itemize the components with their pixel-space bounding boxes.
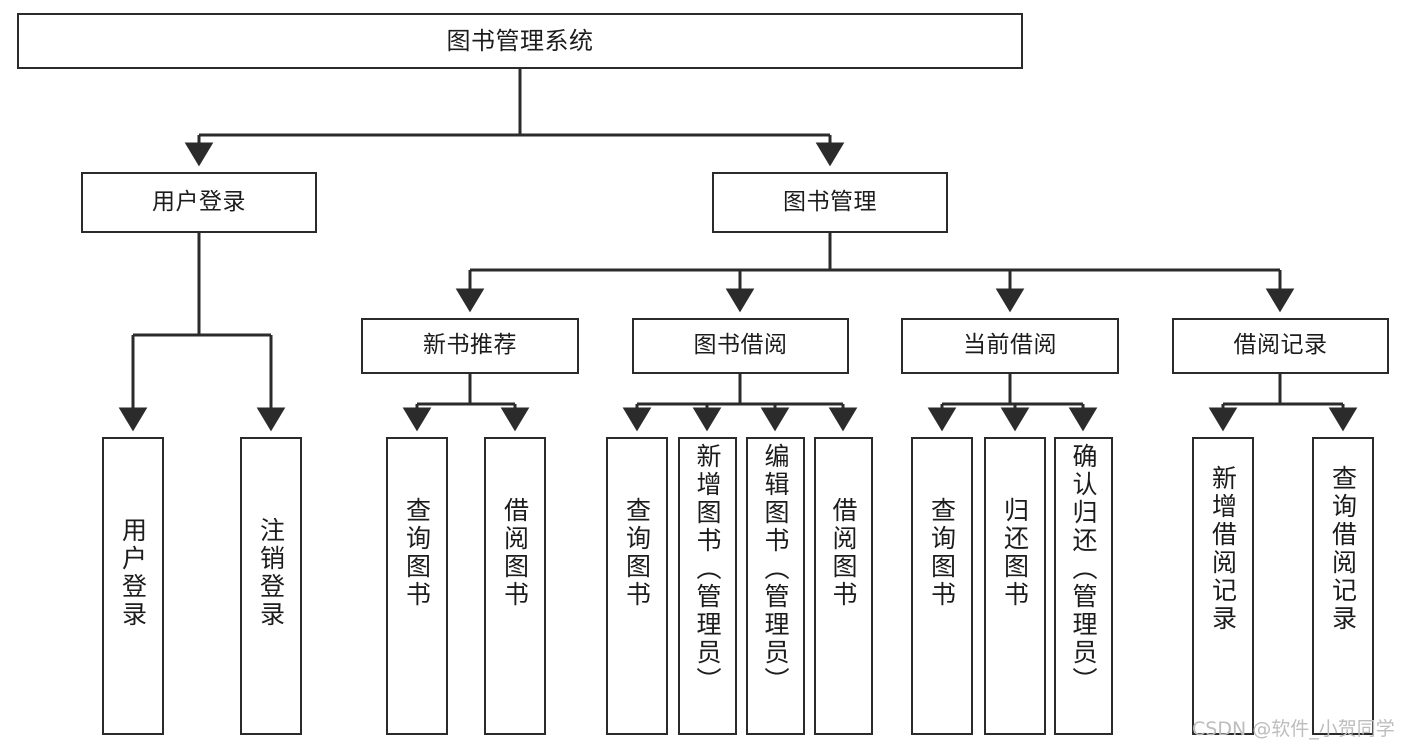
node-book-manage[interactable]: 图书管理 — [712, 172, 948, 233]
node-book-borrow-label: 图书借阅 — [693, 332, 788, 359]
node-leaf-logout-login-label: 注销登录 — [256, 517, 286, 629]
node-root[interactable]: 图书管理系统 — [17, 13, 1023, 69]
node-leaf-query-borrow-record-label: 查询借阅记录 — [1328, 465, 1358, 633]
node-leaf-add-book-admin[interactable]: 新增图书（管理员） — [678, 437, 737, 735]
node-leaf-borrow-book-1[interactable]: 借阅图书 — [484, 437, 546, 735]
node-leaf-borrow-book-2[interactable]: 借阅图书 — [814, 437, 873, 735]
node-leaf-confirm-return-admin-label: 确认归还（管理员） — [1069, 443, 1098, 695]
node-book-borrow[interactable]: 图书借阅 — [632, 318, 849, 374]
node-leaf-add-borrow-record-label: 新增借阅记录 — [1208, 465, 1238, 633]
node-leaf-confirm-return-admin[interactable]: 确认归还（管理员） — [1054, 437, 1113, 735]
node-leaf-user-login-label: 用户登录 — [118, 517, 148, 629]
node-leaf-query-book-3-label: 查询图书 — [927, 497, 957, 609]
node-leaf-query-book-2-label: 查询图书 — [622, 497, 652, 609]
node-leaf-add-borrow-record[interactable]: 新增借阅记录 — [1192, 437, 1254, 735]
node-new-book-recommend[interactable]: 新书推荐 — [361, 318, 579, 374]
node-new-book-recommend-label: 新书推荐 — [423, 332, 517, 359]
node-borrow-record[interactable]: 借阅记录 — [1172, 318, 1389, 374]
node-root-label: 图书管理系统 — [446, 26, 594, 55]
node-user-login[interactable]: 用户登录 — [81, 172, 317, 233]
node-leaf-logout-login[interactable]: 注销登录 — [240, 437, 302, 735]
node-leaf-user-login[interactable]: 用户登录 — [102, 437, 164, 735]
node-leaf-borrow-book-1-label: 借阅图书 — [500, 497, 530, 609]
node-leaf-query-book-3[interactable]: 查询图书 — [911, 437, 973, 735]
node-leaf-borrow-book-2-label: 借阅图书 — [829, 497, 858, 609]
node-leaf-add-book-admin-label: 新增图书（管理员） — [693, 443, 722, 695]
node-leaf-return-book[interactable]: 归还图书 — [984, 437, 1046, 735]
node-current-borrow-label: 当前借阅 — [963, 332, 1057, 359]
node-leaf-query-book-1-label: 查询图书 — [402, 497, 432, 609]
node-leaf-return-book-label: 归还图书 — [1000, 497, 1030, 609]
node-user-login-label: 用户登录 — [152, 188, 246, 215]
node-leaf-edit-book-admin-label: 编辑图书（管理员） — [761, 443, 790, 695]
node-leaf-query-book-2[interactable]: 查询图书 — [606, 437, 668, 735]
node-leaf-edit-book-admin[interactable]: 编辑图书（管理员） — [746, 437, 805, 735]
node-leaf-query-borrow-record[interactable]: 查询借阅记录 — [1312, 437, 1374, 735]
node-current-borrow[interactable]: 当前借阅 — [901, 318, 1119, 374]
node-book-manage-label: 图书管理 — [783, 188, 877, 215]
node-leaf-query-book-1[interactable]: 查询图书 — [386, 437, 448, 735]
csdn-watermark: CSDN @软件_小贺同学 — [1192, 718, 1395, 740]
node-borrow-record-label: 借阅记录 — [1233, 332, 1328, 359]
